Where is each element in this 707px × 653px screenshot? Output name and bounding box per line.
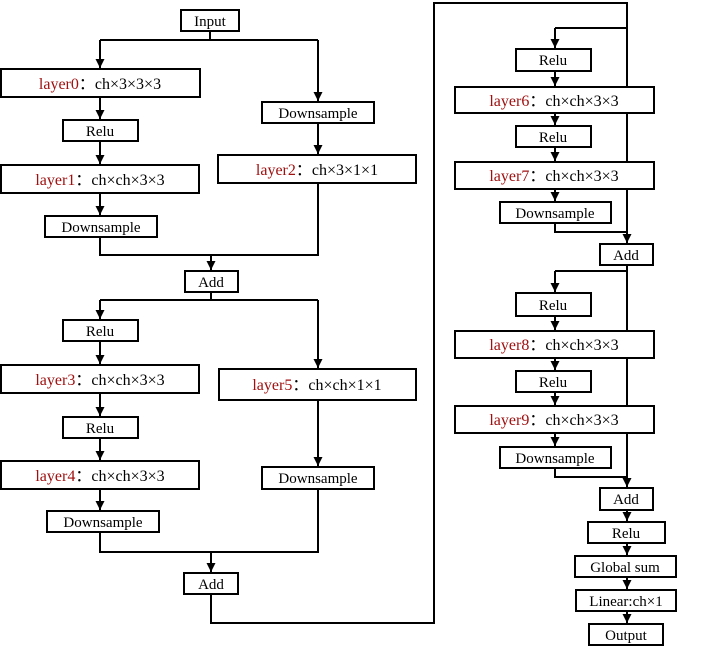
node-add-1: Add: [184, 270, 239, 293]
relu-h-label: Relu: [612, 526, 641, 542]
layer4-name: layer4: [35, 468, 75, 485]
relu-c-label: Relu: [86, 421, 115, 437]
node-downsample-a: Downsample: [44, 215, 158, 238]
downsample-d-label: Downsample: [278, 471, 357, 487]
layer2-shape: ch×3×1×1: [312, 162, 378, 179]
relu-e-label: Relu: [539, 130, 568, 146]
node-layer7: layer7：ch×ch×3×3: [454, 161, 655, 190]
node-add-2: Add: [183, 572, 239, 595]
node-add-4: Add: [599, 487, 654, 511]
downsample-b-label: Downsample: [278, 106, 357, 122]
relu-g-label: Relu: [539, 375, 568, 391]
node-layer5: layer5：ch×ch×1×1: [218, 368, 417, 401]
global-sum-label: Global sum: [590, 560, 660, 576]
node-downsample-b: Downsample: [261, 101, 375, 124]
node-output: Output: [588, 623, 664, 646]
add-3-label: Add: [613, 248, 639, 264]
downsample-e-label: Downsample: [515, 206, 594, 222]
downsample-c-label: Downsample: [63, 515, 142, 531]
layer7-name: layer7: [489, 168, 529, 185]
svg-text:layer3：ch×ch×3×3: layer3：ch×ch×3×3: [35, 372, 164, 389]
svg-text:layer0：ch×3×3×3: layer0：ch×3×3×3: [39, 76, 161, 93]
layer0-shape: ch×3×3×3: [95, 76, 161, 93]
layer2-name: layer2: [256, 162, 296, 179]
relu-f-label: Relu: [539, 298, 568, 314]
layer0-name: layer0: [39, 76, 79, 93]
node-relu-c: Relu: [62, 416, 139, 439]
node-input-label: Input: [194, 14, 226, 30]
layer5-shape: ch×ch×1×1: [308, 377, 381, 394]
node-linear: Linear:ch×1: [575, 589, 677, 612]
layer2-sep: ：: [296, 162, 312, 179]
layer7-sep: ：: [529, 168, 545, 185]
node-layer6: layer6：ch×ch×3×3: [454, 86, 655, 114]
layer3-sep: ：: [75, 372, 91, 389]
node-add-3: Add: [599, 243, 654, 266]
layer8-name: layer8: [489, 337, 529, 354]
layer9-shape: ch×ch×3×3: [545, 412, 618, 429]
node-layer4: layer4：ch×ch×3×3: [0, 460, 200, 490]
node-relu-h: Relu: [587, 521, 666, 544]
svg-text:layer8：ch×ch×3×3: layer8：ch×ch×3×3: [489, 337, 618, 354]
svg-text:layer9：ch×ch×3×3: layer9：ch×ch×3×3: [489, 412, 618, 429]
svg-text:layer4：ch×ch×3×3: layer4：ch×ch×3×3: [35, 468, 164, 485]
layer8-sep: ：: [529, 337, 545, 354]
layer3-name: layer3: [35, 372, 75, 389]
node-relu-a: Relu: [62, 119, 139, 142]
layer7-shape: ch×ch×3×3: [545, 168, 618, 185]
node-layer3: layer3：ch×ch×3×3: [0, 364, 200, 394]
node-layer2: layer2：ch×3×1×1: [217, 154, 417, 184]
layer6-shape: ch×ch×3×3: [545, 93, 618, 110]
node-layer1: layer1：ch×ch×3×3: [0, 164, 200, 194]
layer3-shape: ch×ch×3×3: [91, 372, 164, 389]
node-input: Input: [180, 9, 240, 32]
node-layer8: layer8：ch×ch×3×3: [454, 330, 655, 359]
node-global-sum: Global sum: [574, 555, 677, 578]
node-relu-b: Relu: [62, 319, 139, 342]
svg-text:layer1：ch×ch×3×3: layer1：ch×ch×3×3: [35, 172, 164, 189]
downsample-a-label: Downsample: [61, 220, 140, 236]
layer8-shape: ch×ch×3×3: [545, 337, 618, 354]
connections: [95, 2, 632, 624]
svg-text:layer2：ch×3×1×1: layer2：ch×3×1×1: [256, 162, 378, 179]
layer1-shape: ch×ch×3×3: [91, 172, 164, 189]
layer9-sep: ：: [529, 412, 545, 429]
layer1-name: layer1: [35, 172, 75, 189]
add-4-label: Add: [613, 492, 639, 508]
downsample-f-label: Downsample: [515, 451, 594, 467]
node-relu-d: Relu: [515, 48, 592, 72]
layer1-sep: ：: [75, 172, 91, 189]
add-1-label: Add: [198, 275, 224, 291]
node-downsample-f: Downsample: [499, 446, 612, 469]
layer9-name: layer9: [489, 412, 529, 429]
svg-text:layer5：ch×ch×1×1: layer5：ch×ch×1×1: [252, 377, 381, 394]
layer5-name: layer5: [252, 377, 292, 394]
linear-label: Linear:ch×1: [589, 594, 662, 610]
node-layer9: layer9：ch×ch×3×3: [454, 405, 655, 434]
svg-text:layer6：ch×ch×3×3: layer6：ch×ch×3×3: [489, 93, 618, 110]
add-2-label: Add: [198, 577, 224, 593]
node-downsample-d: Downsample: [261, 466, 375, 490]
relu-d-label: Relu: [539, 53, 568, 69]
node-relu-f: Relu: [515, 292, 592, 317]
svg-text:layer7：ch×ch×3×3: layer7：ch×ch×3×3: [489, 168, 618, 185]
relu-b-label: Relu: [86, 324, 115, 340]
node-relu-g: Relu: [515, 370, 592, 393]
output-label: Output: [605, 628, 648, 644]
layer6-name: layer6: [489, 93, 529, 110]
layer5-sep: ：: [292, 377, 308, 394]
layer6-sep: ：: [529, 93, 545, 110]
relu-a-label: Relu: [86, 124, 115, 140]
node-downsample-c: Downsample: [46, 510, 160, 533]
layer4-shape: ch×ch×3×3: [91, 468, 164, 485]
node-layer0: layer0：ch×3×3×3: [0, 68, 201, 98]
node-relu-e: Relu: [515, 125, 592, 148]
layer4-sep: ：: [75, 468, 91, 485]
node-downsample-e: Downsample: [499, 201, 612, 224]
layer0-sep: ：: [79, 76, 95, 93]
